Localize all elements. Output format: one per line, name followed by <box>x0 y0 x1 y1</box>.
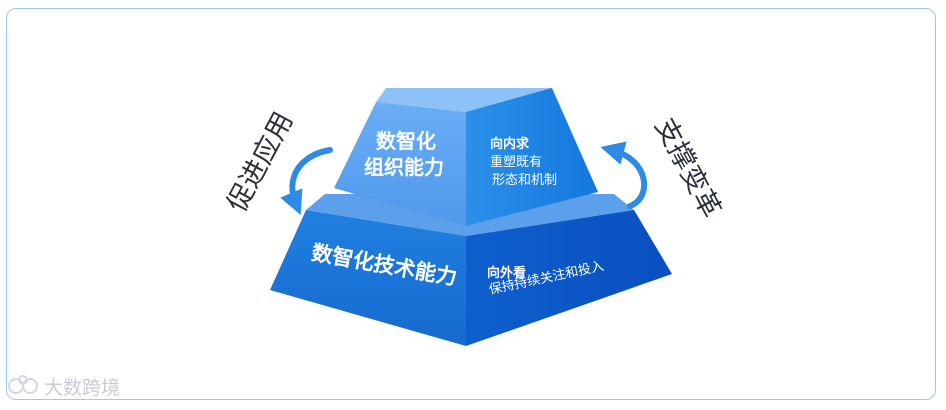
bottom-tier-front <box>270 210 466 346</box>
right-arrow-label: 支撑变革 <box>648 113 726 223</box>
top-tier-lid <box>376 88 552 112</box>
right-curved-arrow-icon <box>600 141 647 209</box>
top-side-heading: 向内求 <box>490 136 530 152</box>
top-front-line1: 数智化 <box>376 129 436 153</box>
top-side-line2: 形态和机制 <box>492 173 557 188</box>
bottom-tier-side <box>466 210 672 346</box>
top-side-line1: 重塑既有 <box>490 154 542 170</box>
watermark-logo-icon <box>8 375 38 394</box>
top-tier-side <box>466 88 598 226</box>
left-arrow-label: 促进应用 <box>221 107 299 217</box>
watermark-text: 大数跨境 <box>44 377 120 399</box>
top-front-line2: 组织能力 <box>364 155 444 179</box>
top-tier-front <box>334 102 466 226</box>
bottom-side-heading: 向外看 <box>487 265 526 281</box>
left-curved-arrow-icon <box>280 147 333 216</box>
